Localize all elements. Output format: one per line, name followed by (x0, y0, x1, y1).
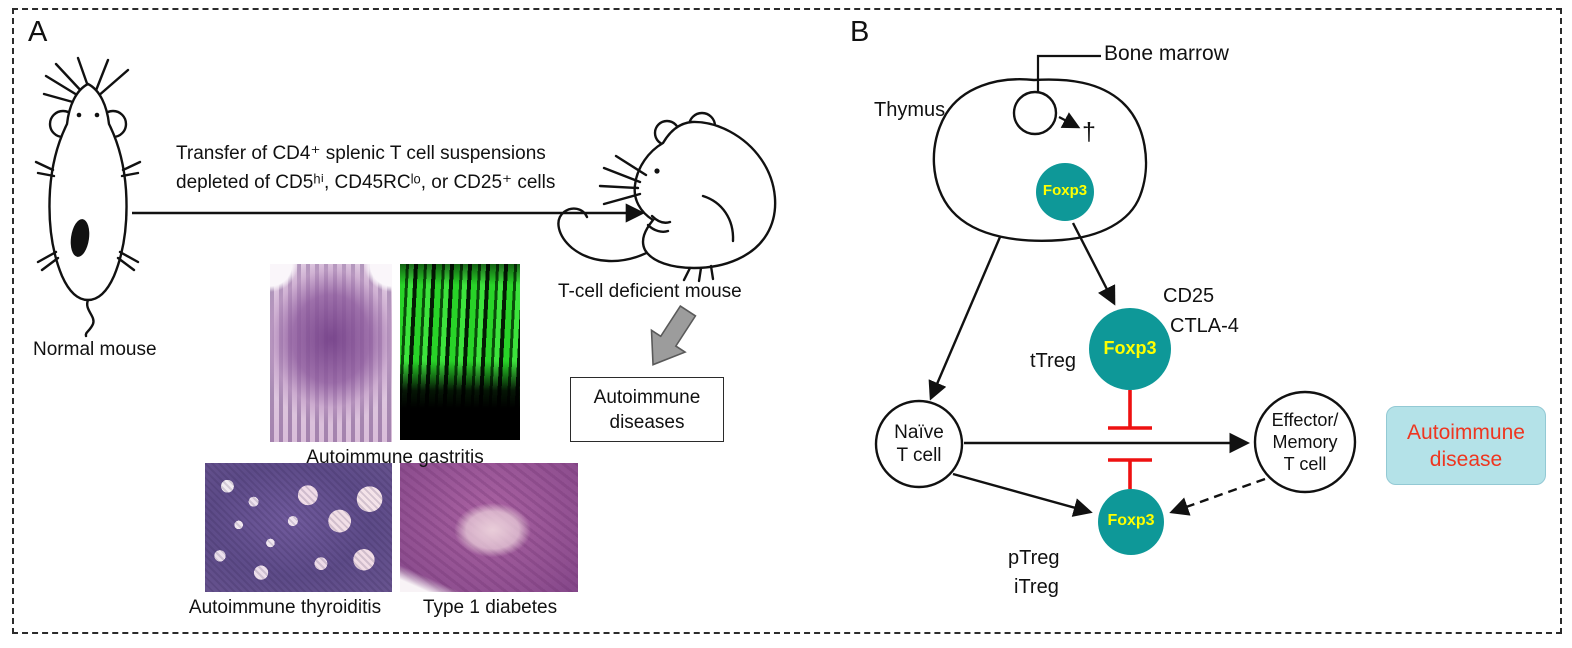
thyroiditis-caption: Autoimmune thyroiditis (188, 597, 382, 618)
diabetes-caption: Type 1 diabetes (422, 597, 558, 618)
naive-tcell-circle (874, 399, 964, 489)
normal-mouse-front-feet (34, 160, 142, 178)
itreg-label: iTreg (1014, 576, 1059, 598)
normal-mouse-eye-right (94, 112, 100, 118)
normal-mouse-eye-left (76, 112, 82, 118)
autoimmune-disease-line1: Autoimmune (1407, 420, 1525, 444)
foxp3-thymic-circle (1036, 163, 1094, 221)
disease-outcome-arrow (650, 304, 697, 366)
ttreg-inhibition-bar (1108, 390, 1152, 430)
thymic-to-ttreg-arrow (1071, 222, 1116, 306)
panel-a-label: A (28, 16, 48, 48)
ttreg-label: tTreg (1030, 350, 1076, 372)
bone-marrow-label: Bone marrow (1104, 42, 1229, 65)
autoimmune-diseases-box: Autoimmune diseases (570, 377, 724, 442)
deficient-mouse-body (633, 120, 777, 270)
normal-mouse-label: Normal mouse (33, 339, 157, 360)
ptreg-label: pTreg (1008, 547, 1060, 569)
deficient-mouse-haunch (701, 194, 735, 243)
cd25-label: CD25 (1163, 285, 1215, 307)
foxp3-ptreg-label: Foxp3 (1107, 512, 1155, 529)
effector-line2: Memory (1272, 432, 1338, 452)
effector-line3: T cell (1283, 454, 1327, 474)
ptreg-inhibition-bar (1108, 458, 1152, 489)
deficient-mouse-whiskers (598, 154, 648, 206)
thymus-label: Thymus (874, 99, 946, 121)
ttreg-circle (1089, 308, 1171, 390)
transfer-text-line2: depleted of CD5ʰⁱ, CD45RCˡᵒ, or CD25⁺ ce… (176, 172, 556, 193)
gastritis-caption: Autoimmune gastritis (306, 447, 484, 468)
autoimmune-disease-box: Autoimmune disease (1386, 406, 1546, 485)
bone-marrow-line (1036, 54, 1101, 92)
deficient-mouse-tail (557, 207, 654, 263)
effector-to-ptreg-dashed-arrow (1169, 477, 1266, 516)
ptreg-circle (1098, 489, 1164, 555)
effector-line1: Effector/ (1271, 410, 1339, 430)
tcell-deficient-mouse-drawing (557, 111, 777, 283)
tcell-deficient-mouse-label: T-cell deficient mouse (558, 281, 742, 302)
autoimmune-diseases-line2: diseases (609, 411, 685, 433)
thymus-outline (932, 78, 1148, 242)
normal-mouse-drawing (34, 56, 142, 338)
naive-line1: Naïve (894, 422, 944, 443)
hsc-death-arrow (1058, 112, 1081, 129)
normal-mouse-whiskers (42, 56, 130, 106)
cell-death-dagger: † (1082, 118, 1096, 146)
normal-mouse-hind-feet (36, 250, 140, 272)
deficient-mouse-hind-foot (682, 264, 715, 283)
ctla4-label: CTLA-4 (1170, 315, 1239, 337)
autoimmune-diseases-line1: Autoimmune (593, 386, 701, 408)
deficient-mouse-paws (646, 214, 672, 233)
foxp3-ttreg-label: Foxp3 (1103, 338, 1157, 358)
diabetes-histology-image (400, 463, 578, 592)
figure-dashed-border (12, 8, 1562, 634)
gastritis-histology-image (270, 264, 392, 442)
effector-memory-label: Effector/ Memory T cell (1245, 409, 1365, 475)
normal-mouse-tail (84, 298, 95, 338)
gastritis-immunofluorescence-image (400, 264, 520, 440)
hsc-circle (1012, 90, 1058, 136)
thyroiditis-histology-image (205, 463, 392, 592)
naive-tcell-label: Naïve T cell (859, 421, 979, 467)
naive-line2: T cell (896, 445, 942, 466)
normal-mouse-fur-patch (70, 219, 90, 257)
panel-b-label: B (850, 16, 870, 48)
thymus-to-naive-arrow (928, 236, 1002, 401)
deficient-mouse-eye (654, 168, 660, 174)
effector-memory-circle (1253, 390, 1357, 494)
foxp3-thymic-label: Foxp3 (1042, 182, 1088, 199)
autoimmune-disease-line2: disease (1429, 447, 1503, 471)
naive-to-ptreg-arrow (952, 472, 1093, 517)
transfer-text-line1: Transfer of CD4⁺ splenic T cell suspensi… (176, 143, 546, 164)
